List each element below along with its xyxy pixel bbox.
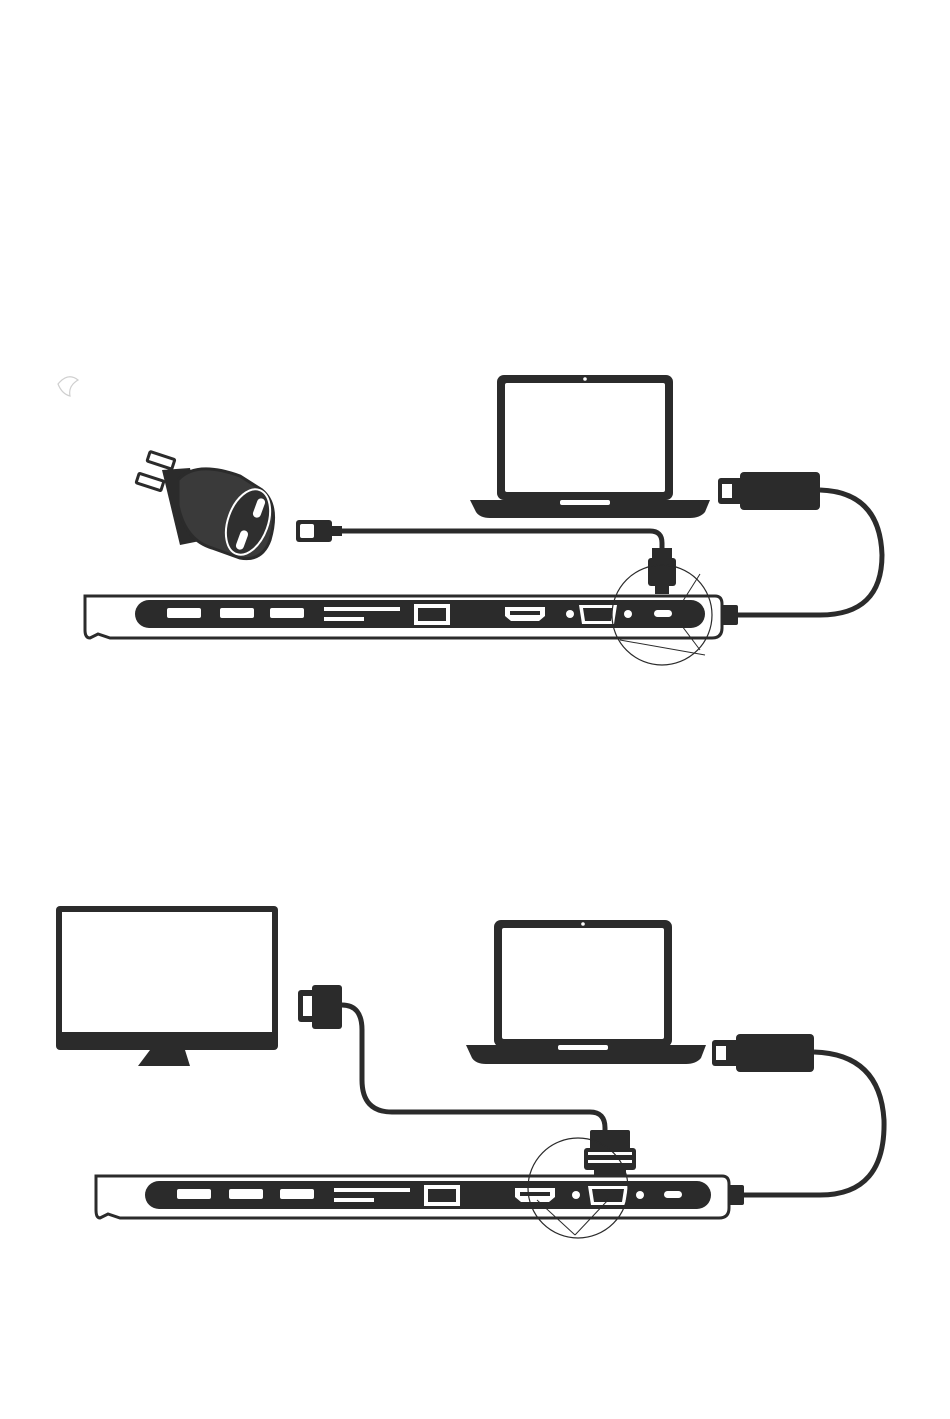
usb-c-connector-icon [648, 548, 676, 594]
laptop-usb-c-plug-icon [712, 1034, 814, 1072]
laptop-icon [470, 375, 710, 518]
power-cable [342, 531, 662, 552]
panel-monitor-and-laptop [56, 906, 884, 1238]
laptop-icon [466, 920, 706, 1064]
monitor-icon [56, 906, 278, 1066]
panel-power-and-laptop [58, 375, 882, 665]
usb-c-hub-icon [96, 1176, 729, 1218]
laptop-usb-c-plug-icon [718, 472, 820, 510]
usb-c-plug-icon [296, 520, 342, 542]
laptop-cable [742, 1052, 884, 1195]
vga-connector-icon [584, 1130, 636, 1178]
power-adapter-icon [136, 452, 278, 561]
hdmi-plug-icon [298, 985, 342, 1029]
usb-c-hub-icon [85, 596, 722, 638]
faint-mark [58, 377, 78, 396]
